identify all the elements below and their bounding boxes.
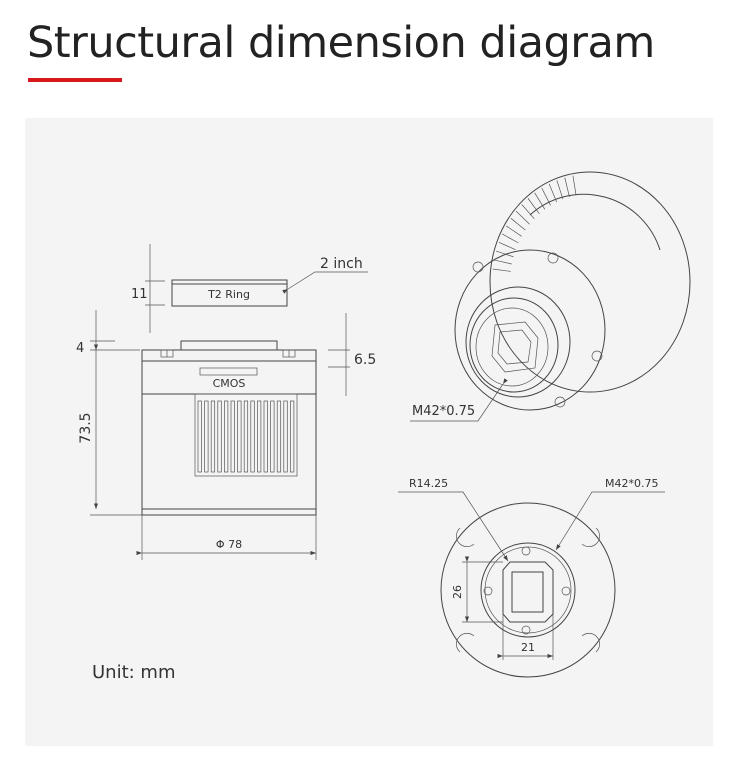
svg-text:73.5: 73.5 (78, 412, 94, 443)
heatsink-fin (204, 400, 209, 473)
bottom-width-dim: 21 (497, 614, 554, 660)
iso-heatsink-fin (564, 177, 570, 198)
camera-front-view: CMOS (141, 340, 317, 516)
iso-heatsink-fin (510, 218, 526, 231)
bottom-radius-callout: R14.25 (398, 477, 509, 562)
iso-heatsink-fin (502, 233, 519, 244)
svg-text:R14.25: R14.25 (409, 477, 448, 490)
svg-text:M42*0.75: M42*0.75 (605, 477, 658, 490)
svg-text:26: 26 (451, 585, 464, 599)
heatsink-fin (197, 400, 202, 473)
svg-text:4: 4 (76, 341, 84, 356)
iso-heatsink-fin (492, 268, 511, 272)
t2-ring-label: T2 Ring (207, 288, 250, 301)
iso-heatsink-fin (498, 242, 516, 251)
iso-heatsink-fin (527, 198, 540, 215)
iso-heatsink-fin (548, 183, 557, 203)
sensor-depth-dim: 6.5 (328, 313, 376, 396)
iso-heatsink-fin (515, 210, 530, 225)
title-underline (28, 78, 122, 82)
svg-text:M42*0.75: M42*0.75 (412, 404, 475, 419)
bottom-thread-callout: M42*0.75 (555, 477, 665, 551)
heatsink-fin (230, 400, 235, 473)
iso-heatsink-fin (572, 175, 577, 196)
svg-text:6.5: 6.5 (354, 352, 376, 368)
t2-ring-height-dim: 11 (131, 244, 165, 333)
camera-isometric-view (454, 171, 691, 411)
camera-bottom-view (440, 502, 616, 678)
top-dim-4: 4 (76, 310, 115, 356)
heatsink-fin (257, 400, 262, 473)
heatsink-fin (263, 400, 268, 473)
svg-text:2 inch: 2 inch (320, 256, 363, 272)
iso-heatsink-fin (521, 204, 535, 220)
iso-heatsink-fin (541, 187, 551, 206)
iso-heatsink-fin (556, 180, 564, 200)
iso-thread-callout: M42*0.75 (410, 378, 508, 422)
iso-heatsink-fin (493, 259, 512, 265)
filter-size-callout: 2 inch (282, 256, 368, 294)
svg-text:Φ 78: Φ 78 (216, 538, 242, 551)
heatsink-fin (276, 400, 282, 473)
heatsink-fin (210, 400, 216, 473)
t2-ring: T2 Ring (171, 279, 288, 307)
heatsink-fin (217, 400, 222, 473)
svg-text:21: 21 (521, 641, 535, 654)
iso-heatsink-fin (534, 192, 546, 210)
heatsink-fin (243, 400, 249, 473)
heatsink-fin (224, 400, 229, 473)
svg-text:11: 11 (131, 287, 148, 302)
page-title: Structural dimension diagram (27, 18, 655, 68)
heatsink-fin (237, 400, 242, 473)
iso-heatsink-fin (506, 225, 522, 237)
heatsink-fin (283, 400, 288, 473)
diameter-dim: Φ 78 (136, 515, 317, 560)
unit-label: Unit: mm (92, 662, 176, 683)
heatsink-fin (250, 400, 255, 473)
bottom-height-dim: 26 (451, 556, 503, 623)
iso-heatsink-fin (496, 250, 514, 258)
heatsink-fin (290, 400, 295, 473)
heatsink-fin (270, 400, 275, 473)
cmos-label: CMOS (213, 377, 246, 390)
height-dim-73-5: 73.5 (78, 344, 142, 516)
